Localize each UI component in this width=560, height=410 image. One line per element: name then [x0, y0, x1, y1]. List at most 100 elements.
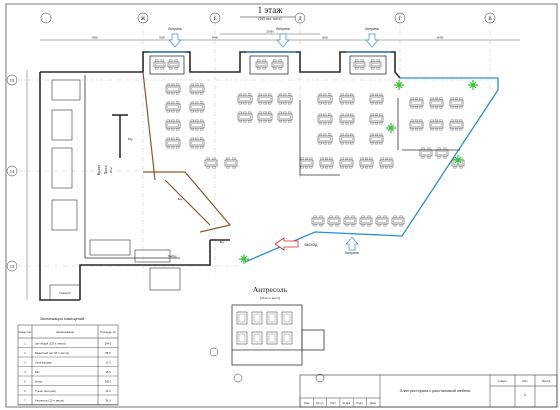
- table-with-chairs: [251, 311, 263, 325]
- down-arrow-icon: [276, 33, 290, 48]
- explication-cell-area: 36.0: [105, 399, 111, 403]
- sheet-frame: [5, 3, 558, 408]
- row-grid: 15 14 13: [6, 70, 500, 300]
- table-with-chairs: [379, 157, 394, 169]
- grid-row-label-3: 13: [10, 264, 15, 269]
- dim-6: 20390: [266, 30, 274, 34]
- hall-partition: [142, 71, 232, 233]
- dim-3: 8400: [212, 36, 218, 40]
- table-with-chairs: [359, 215, 373, 227]
- explication-header-area: Площадь, м²: [100, 330, 116, 334]
- plant-icon: [239, 254, 249, 264]
- table-with-chairs: [429, 97, 444, 109]
- table-with-chairs: [266, 331, 278, 345]
- grid-col-label-1: Ж: [141, 17, 146, 22]
- explication-cell-name: Банкетный зал (33 п. места): [35, 351, 69, 355]
- table-with-chairs: [204, 157, 218, 169]
- grid-col-label-2: Е: [213, 17, 216, 22]
- title-block-footer-cell: Дата: [370, 401, 376, 405]
- exit-label: ВЫХОД: [304, 243, 318, 247]
- explication-cell-area: 185.0: [105, 380, 112, 384]
- grid-marker-mezz-1: [209, 347, 219, 357]
- table-with-chairs: [339, 157, 354, 169]
- vitrine-label-2: Витрина: [276, 27, 289, 31]
- explication-cell-no: 2: [24, 351, 26, 355]
- explication-cell-name: Туалет (на кухне): [35, 389, 56, 393]
- bar-label: Бар: [178, 197, 183, 201]
- table-with-chairs: [449, 97, 464, 109]
- explication-cell-no: 5: [24, 380, 26, 384]
- wardrobe-label: Гардероб: [59, 291, 71, 295]
- hall-label: Холл: [103, 166, 108, 175]
- title-block-footer-cell: Лист: [330, 401, 336, 405]
- table-with-chairs: [255, 59, 268, 70]
- table-with-chairs: [189, 137, 205, 149]
- table-with-chairs: [369, 93, 384, 105]
- dim-1: 8950: [92, 36, 98, 40]
- table-with-chairs: [369, 133, 384, 145]
- explication-cell-name: Зал общий (132 п. места): [35, 342, 66, 346]
- floor-subtitle: (165 пос. мест): [258, 17, 282, 21]
- mezzanine-subtitle: (20 пос. мест): [260, 296, 280, 300]
- explication-cell-no: 6: [24, 389, 26, 393]
- table-with-chairs: [419, 147, 433, 159]
- table-with-chairs: [281, 311, 293, 325]
- grid-marker-col-1: [137, 12, 149, 24]
- grid-col-label-5: В: [488, 17, 492, 22]
- bar-vertical-label: Бар: [128, 137, 133, 141]
- table-with-chairs: [375, 215, 389, 227]
- up-arrow-icon: [345, 236, 359, 251]
- grid-marker-col-5: [484, 12, 496, 24]
- down-arrow-icon: [365, 33, 379, 48]
- bar-counter: [112, 114, 128, 158]
- table-with-chairs: [317, 93, 333, 105]
- kitchen-label: Кухня: [96, 165, 101, 176]
- table-with-chairs: [409, 119, 424, 131]
- building-walls: [39, 51, 401, 301]
- vitrine-label-3: Витрина: [365, 27, 378, 31]
- explication-cell-no: 3: [24, 361, 26, 365]
- table-with-chairs: [165, 101, 181, 113]
- table-with-chairs: [317, 113, 333, 125]
- title-block-footer-cell: Кол.уч: [316, 401, 324, 405]
- table-with-chairs: [277, 111, 293, 123]
- explication-cell-no: 7: [24, 399, 26, 403]
- dim-5: 16400: [436, 36, 444, 40]
- table-with-chairs: [153, 59, 166, 70]
- vitrine-markers: Витрина Витрина Витрина Витрина: [168, 27, 379, 255]
- table-with-chairs: [311, 215, 325, 227]
- table-with-chairs: [327, 215, 341, 227]
- table-with-chairs: [317, 133, 333, 145]
- explication-cell-area: 294.0: [105, 342, 112, 346]
- grid-marker-mezz-2: [233, 373, 243, 383]
- explication-cell-name: Холл-коридор: [35, 361, 52, 365]
- down-arrow-icon: [168, 33, 182, 48]
- table-with-chairs: [236, 331, 248, 345]
- plant-icon: [394, 80, 404, 90]
- kitchen-block: [49, 75, 181, 301]
- title-block-sheets-label: Листов: [542, 379, 551, 383]
- grid-row-label-2: 14: [10, 169, 15, 174]
- table-with-chairs: [369, 113, 384, 125]
- table-with-chairs: [236, 311, 248, 325]
- explication-table: Номер пом. Наименование Площадь, м²: [17, 324, 119, 406]
- table-with-chairs: [189, 101, 205, 113]
- mezzanine-tables: [236, 311, 293, 345]
- plant-icon: [386, 123, 396, 133]
- explication-header-name: Наименование: [56, 330, 75, 334]
- table-with-chairs: [277, 93, 293, 105]
- mezzanine-plan: [231, 304, 325, 366]
- table-with-chairs: [167, 59, 180, 70]
- table-with-chairs: [224, 157, 238, 169]
- table-with-chairs: [409, 97, 424, 109]
- table-with-chairs: [339, 133, 355, 145]
- hall-area-label: 90 м²: [109, 167, 113, 173]
- title-block-stage-label: Стадия: [498, 379, 507, 383]
- grid-col-label-3: Д: [298, 17, 302, 22]
- grid-marker-col-3: [294, 12, 306, 24]
- table-with-chairs: [189, 119, 205, 131]
- explication-cell-area: 12.0: [105, 389, 111, 393]
- dim-2: 3500: [159, 36, 165, 40]
